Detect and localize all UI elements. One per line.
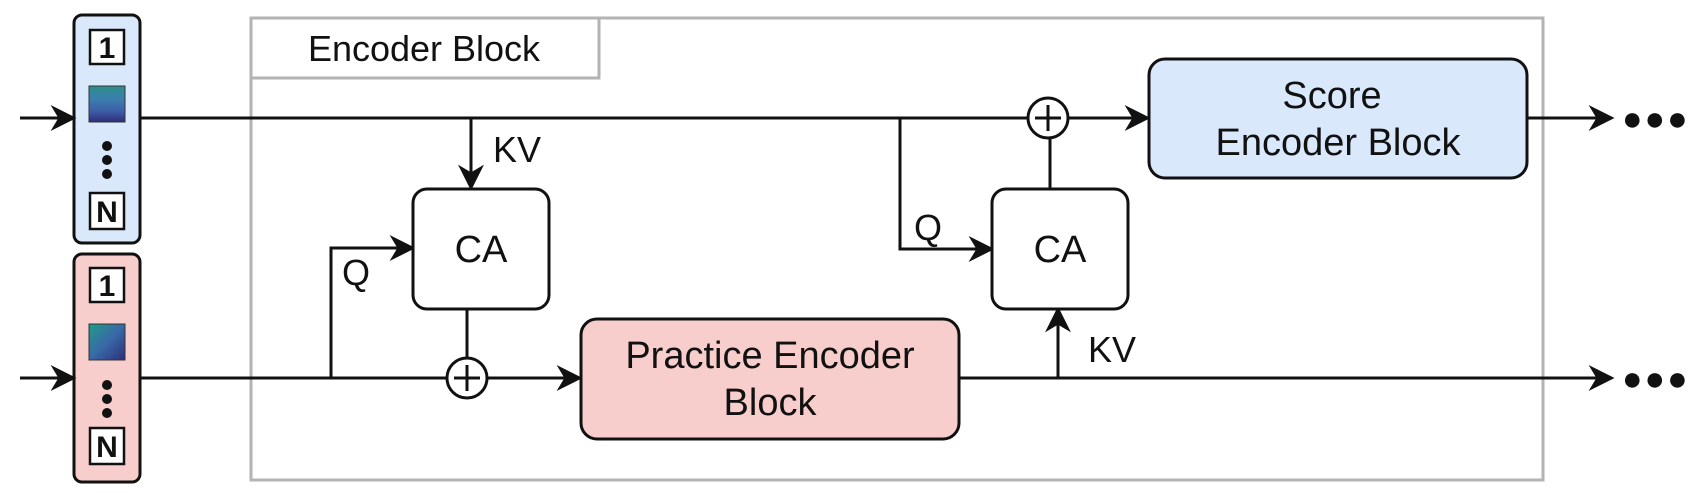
- practice-token-first-box: [88, 266, 126, 304]
- score-token-first-box: [88, 28, 126, 66]
- score-continuation-dots: ●●●: [1622, 100, 1690, 138]
- practice-encoder-line1: Practice Encoder: [625, 335, 915, 377]
- encoder-block-title: Encoder Block: [308, 28, 541, 69]
- practice-token-last-box: [88, 426, 126, 466]
- score-token-first: 1: [99, 32, 116, 65]
- encoder-block-title-box: [249, 16, 601, 80]
- practice-ellipsis-dot: [102, 380, 112, 390]
- cross-attention-box-top: [411, 187, 551, 311]
- add-icon-score: [1026, 96, 1070, 140]
- practice-ellipsis-dot: [102, 408, 112, 418]
- score-ellipsis-dot: [102, 169, 112, 179]
- score-encoder-line2: Encoder Block: [1215, 122, 1461, 164]
- score-token-stack: 1 N: [72, 13, 142, 245]
- practice-token-first: 1: [99, 270, 116, 303]
- score-ellipsis-dot: [102, 155, 112, 165]
- practice-encoder-line2: Block: [724, 382, 818, 424]
- cross-attention-box-right: [990, 187, 1130, 311]
- q-right-path: [898, 118, 995, 262]
- q-top-path: [329, 235, 416, 378]
- score-ellipsis-dot: [102, 141, 112, 151]
- encoder-block-frame: [249, 16, 1545, 482]
- score-token-last: N: [96, 196, 118, 229]
- practice-continuation-dots: ●●●: [1622, 360, 1690, 398]
- practice-token-last: N: [96, 431, 118, 464]
- add-icon-practice: [445, 356, 489, 400]
- score-spectrogram-icon: [88, 85, 126, 123]
- practice-ellipsis-dot: [102, 394, 112, 404]
- kv-top-label: KV: [493, 129, 541, 170]
- q-top-label: Q: [342, 252, 370, 293]
- score-token-last-box: [88, 191, 126, 231]
- practice-spectrogram-icon: [88, 323, 126, 361]
- practice-token-stack: 1 N: [72, 252, 142, 484]
- cross-attention-right-label: CA: [1034, 229, 1087, 271]
- score-encoder-line1: Score: [1282, 75, 1381, 117]
- cross-attention-top-label: CA: [455, 229, 508, 271]
- q-right-label: Q: [914, 207, 942, 248]
- kv-right-label: KV: [1088, 329, 1136, 370]
